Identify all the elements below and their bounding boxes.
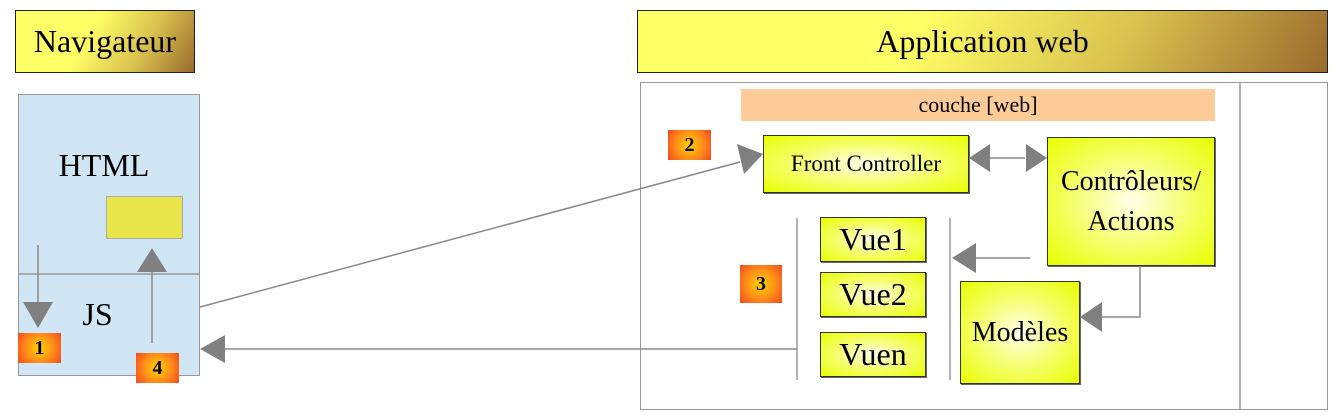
app-title: Application web bbox=[637, 10, 1328, 73]
models-box: Modèles bbox=[960, 281, 1080, 384]
double-arrow-left-head bbox=[969, 144, 990, 172]
step-badge-3: 3 bbox=[740, 265, 782, 303]
front-controller-box: Front Controller bbox=[763, 135, 969, 193]
app-panel bbox=[640, 82, 1328, 410]
arrow-1-head bbox=[23, 302, 53, 328]
models-arrow-head bbox=[1080, 302, 1102, 332]
request-line bbox=[199, 161, 741, 308]
controllers-models-line bbox=[1100, 266, 1141, 318]
arrow-4-head bbox=[137, 248, 167, 272]
step-badge-4: 4 bbox=[136, 353, 179, 383]
html-label: HTML bbox=[58, 146, 150, 183]
response-arrow-head bbox=[200, 335, 225, 363]
step-badge-1: 1 bbox=[18, 333, 61, 363]
step-badge-2: 2 bbox=[668, 130, 711, 160]
views-arrow-head bbox=[952, 243, 976, 273]
request-arrow-head bbox=[737, 144, 763, 174]
view-box: Vuen bbox=[820, 332, 926, 377]
view-box: Vue2 bbox=[820, 272, 926, 317]
html-element bbox=[106, 196, 183, 239]
controllers-box: Contrôleurs/ Actions bbox=[1047, 137, 1215, 266]
double-arrow-right-head bbox=[1026, 144, 1047, 172]
navigator-title: Navigateur bbox=[15, 10, 195, 73]
web-layer-label: couche [web] bbox=[741, 89, 1215, 121]
js-label: JS bbox=[82, 296, 113, 332]
view-box: Vue1 bbox=[820, 217, 926, 262]
